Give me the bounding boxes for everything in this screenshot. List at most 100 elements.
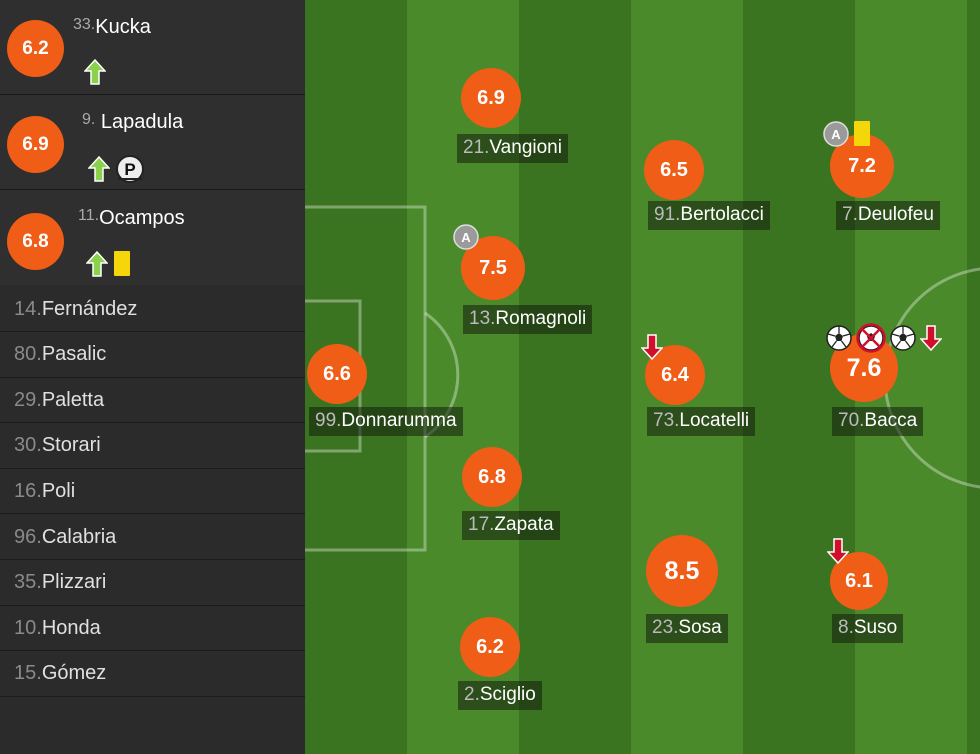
- player-name: Honda: [41, 616, 101, 639]
- player-name: Sosa: [678, 617, 722, 638]
- player-rating-badge: 6.8: [7, 213, 64, 270]
- sub-out-arrow-icon: [640, 334, 664, 365]
- event-icons: [640, 334, 664, 365]
- sub-row-ocampos[interactable]: 6.8 11.Ocampos: [0, 190, 305, 285]
- player-name-label: 13.Romagnoli: [463, 305, 593, 334]
- player-name-label: 11.Ocampos: [78, 207, 185, 230]
- player-name: Bacca: [864, 410, 918, 431]
- player-name: Zapata: [494, 514, 554, 535]
- bench-item[interactable]: 10.Honda: [0, 606, 305, 652]
- player-name: Storari: [41, 434, 101, 457]
- player-number: 80.: [14, 343, 42, 366]
- player-name: Plizzari: [41, 571, 107, 594]
- player-name: Deulofeu: [857, 204, 934, 225]
- player-number: 15.: [14, 662, 42, 685]
- player-name: Locatelli: [679, 410, 750, 431]
- event-icons: P: [87, 153, 146, 190]
- yellow-card-icon: [112, 250, 132, 283]
- player-number: 7.: [842, 204, 858, 225]
- player-rating-badge: 6.9: [7, 116, 64, 173]
- svg-text:P: P: [124, 160, 135, 179]
- assistant-captain-icon: A: [823, 121, 849, 152]
- player-rating-badge: 6.2: [460, 617, 520, 677]
- player-number: 21.: [463, 137, 490, 158]
- assistant-captain-icon: A: [453, 224, 479, 255]
- player-name-label: 7.Deulofeu: [836, 201, 940, 230]
- player-rating-badge: 8.5: [646, 535, 718, 607]
- sub-row-kucka[interactable]: 6.2 33.Kucka: [0, 0, 305, 95]
- svg-text:A: A: [461, 230, 471, 245]
- player-number: 2.: [464, 684, 480, 705]
- sub-row-lapadula[interactable]: 6.9 9. Lapadula P: [0, 95, 305, 190]
- player-number: 35.: [14, 571, 42, 594]
- player-name: Fernández: [41, 297, 138, 320]
- player-number: 99.: [315, 410, 342, 431]
- player-name-label: 17.Zapata: [462, 511, 560, 540]
- player-number: 17.: [468, 514, 495, 535]
- player-name: Ocampos: [99, 207, 185, 229]
- bench-item[interactable]: 14.Fernández: [0, 287, 305, 332]
- svg-text:A: A: [831, 127, 841, 142]
- player-rating-badge: 6.9: [461, 68, 521, 128]
- player-name-label: 23.Sosa: [646, 614, 728, 643]
- player-number: 91.: [654, 204, 681, 225]
- sub-out-arrow-icon: [826, 538, 850, 569]
- bench-item[interactable]: 16.Poli: [0, 469, 305, 515]
- missed-goal-icon: [856, 323, 886, 358]
- bench-item[interactable]: 35.Plizzari: [0, 561, 305, 606]
- player-number: 96.: [14, 525, 42, 548]
- pitch-stripe: [967, 0, 980, 754]
- player-name: Romagnoli: [495, 308, 587, 329]
- bench-item[interactable]: 30.Storari: [0, 424, 305, 469]
- center-circle: [883, 267, 980, 489]
- player-name-label: 8.Suso: [832, 614, 904, 643]
- yellow-card-icon: [852, 120, 872, 153]
- goal-ball-icon: [825, 324, 853, 357]
- player-number: 9.: [82, 111, 96, 128]
- player-name: Poli: [41, 479, 76, 502]
- player-number: 13.: [469, 308, 496, 329]
- event-icons: [826, 538, 850, 569]
- player-number: 30.: [14, 434, 42, 457]
- player-number: 70.: [838, 410, 865, 431]
- player-name-label: 99.Donnarumma: [309, 407, 463, 436]
- sub-in-arrow-icon: [83, 58, 107, 90]
- player-number: 29.: [14, 388, 42, 411]
- bench-item[interactable]: 80.Pasalic: [0, 333, 305, 378]
- player-rating-badge: 6.8: [462, 447, 522, 507]
- player-name-label: 33.Kucka: [73, 16, 151, 39]
- player-name: Donnarumma: [341, 410, 457, 431]
- player-rating-badge: 6.2: [7, 20, 64, 77]
- goal-ball-icon: [889, 324, 917, 357]
- player-name: Suso: [853, 617, 898, 638]
- player-name: Bertolacci: [680, 204, 764, 225]
- bench-item[interactable]: 96.Calabria: [0, 515, 305, 560]
- bench-item[interactable]: 29.Paletta: [0, 378, 305, 424]
- penalty-missed-icon: P: [114, 153, 146, 190]
- penalty-box: [305, 205, 427, 552]
- player-rating-badge: 6.6: [307, 344, 367, 404]
- player-name: Lapadula: [100, 111, 184, 133]
- player-name: Paletta: [41, 388, 105, 411]
- event-icons: A: [453, 224, 479, 255]
- player-number: 33.: [73, 16, 96, 33]
- player-number: 23.: [652, 617, 679, 638]
- player-number: 11.: [78, 207, 100, 224]
- player-name-label: 70.Bacca: [832, 407, 924, 436]
- player-name: Calabria: [41, 525, 117, 548]
- event-icons: [83, 58, 107, 90]
- player-number: 73.: [653, 410, 680, 431]
- bench-item[interactable]: 15.Gómez: [0, 652, 305, 697]
- player-number: 14.: [14, 297, 42, 320]
- sub-in-arrow-icon: [85, 250, 109, 282]
- player-name: Kucka: [95, 16, 151, 38]
- player-name: Vangioni: [489, 137, 562, 158]
- player-rating-badge: 6.5: [644, 140, 704, 200]
- player-name: Pasalic: [41, 343, 107, 366]
- pitch-stripe: [519, 0, 631, 754]
- player-name-label: 73.Locatelli: [647, 407, 756, 436]
- player-number: 10.: [14, 616, 42, 639]
- player-name-label: 2.Sciglio: [458, 681, 542, 710]
- player-name-label: 21.Vangioni: [457, 134, 568, 163]
